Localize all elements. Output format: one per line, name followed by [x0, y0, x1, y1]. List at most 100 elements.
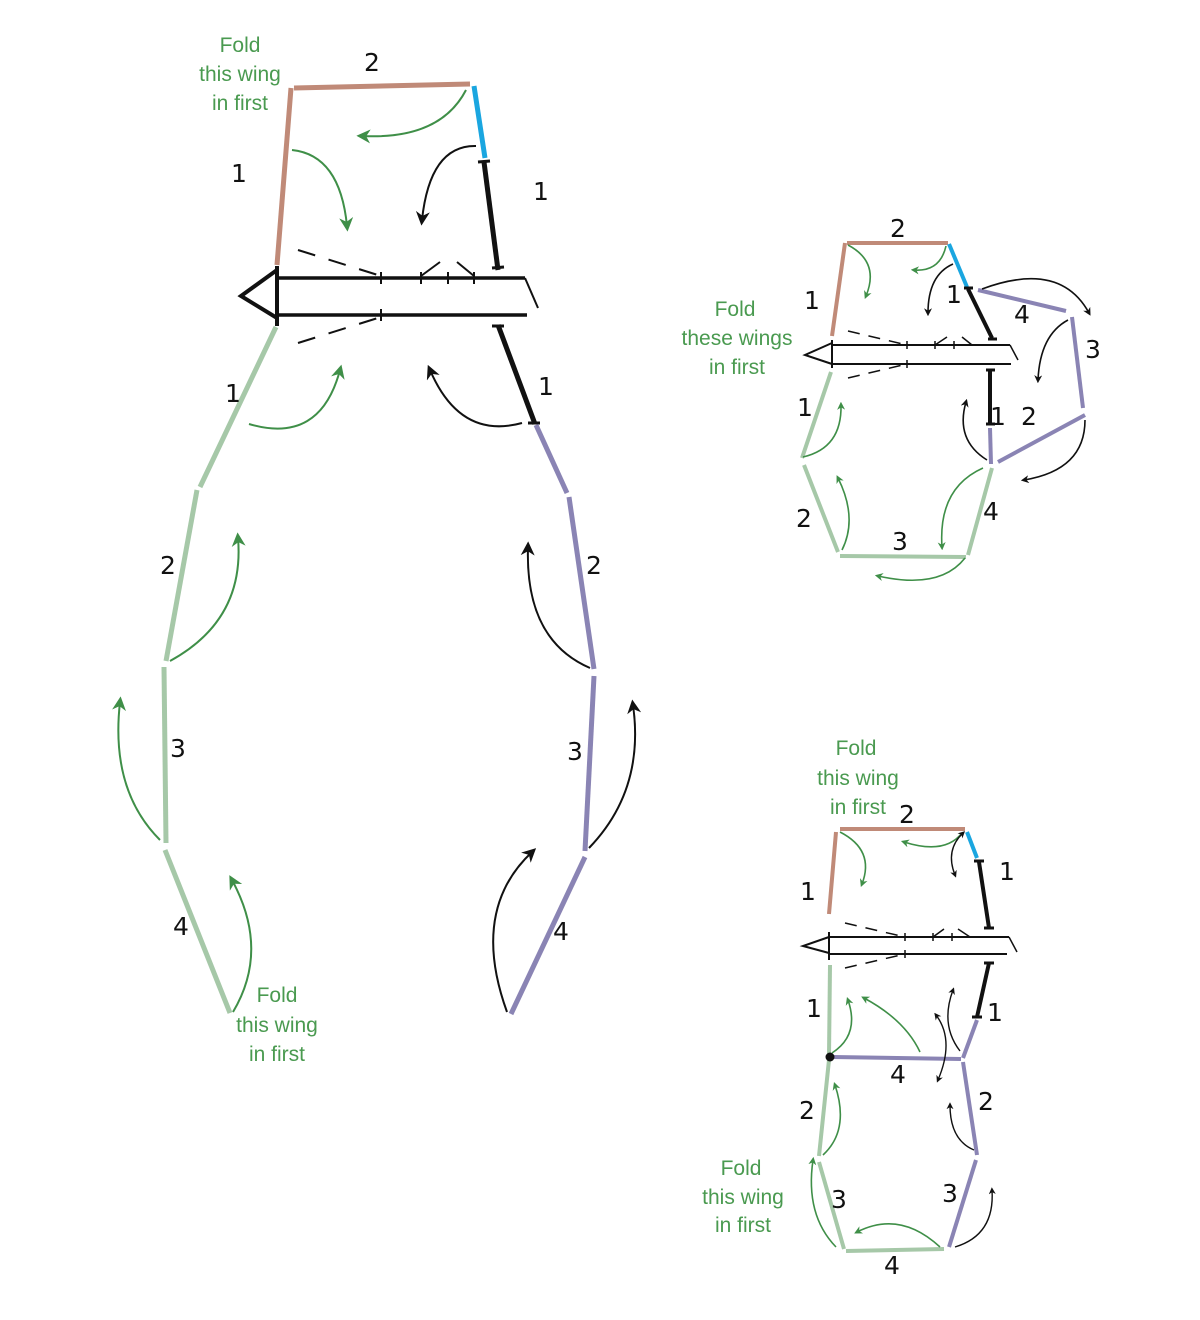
brown-segment-2	[293, 81, 471, 91]
label-purple-4: 4	[1014, 300, 1030, 329]
green-arrow	[900, 832, 963, 848]
label-purple-4: 4	[553, 917, 569, 946]
black-segment-bottom	[495, 324, 538, 425]
note-low-bottom-2: this wing	[702, 1186, 784, 1209]
purple-segment-3	[947, 1159, 978, 1248]
label-green-2: 2	[796, 504, 812, 533]
label-black-top-1: 1	[533, 177, 549, 206]
green-arrow	[248, 364, 345, 430]
blue-segment	[471, 85, 488, 159]
note-low-bottom-1: Fold	[721, 1157, 762, 1180]
label-green-3: 3	[892, 527, 908, 556]
green-arrow	[291, 149, 354, 232]
label-purple-3: 3	[1085, 335, 1101, 364]
note-main-top-2: this wing	[199, 63, 281, 86]
label-purple-2: 2	[586, 551, 602, 580]
green-segment-3	[161, 666, 169, 844]
blue-segment	[947, 243, 969, 288]
label-green-4: 4	[884, 1251, 900, 1280]
green-segment-3	[839, 554, 967, 559]
purple-segment-4	[832, 1055, 962, 1061]
black-arrow	[924, 263, 954, 317]
black-arrow	[950, 831, 966, 878]
label-brown-2: 2	[890, 214, 906, 243]
green-segment-3	[817, 1161, 846, 1250]
black-arrow	[492, 848, 537, 1013]
purple-segment-1	[961, 1019, 979, 1059]
note-mid-2: these wings	[682, 327, 793, 350]
brown-segment-1	[274, 87, 294, 266]
label-black-bottom-1: 1	[987, 998, 1003, 1027]
label-black-top-1: 1	[999, 857, 1015, 886]
label-black-bottom-1: 1	[990, 402, 1006, 431]
purple-segment-2	[961, 1061, 979, 1156]
black-arrow	[415, 144, 477, 226]
label-green-4: 4	[983, 497, 999, 526]
purple-segment-3	[582, 675, 597, 852]
purple-segment-1	[533, 423, 570, 495]
black-segment-bottom	[975, 962, 991, 1018]
low-diagram: 1 2 1 1 1 2 3 4 4 2 3 Fold this wing in …	[702, 737, 1018, 1280]
black-arrow	[520, 541, 591, 669]
black-arrow	[934, 1012, 947, 1083]
brown-segment-1	[830, 242, 847, 337]
purple-segment-2	[997, 413, 1086, 464]
purple-segment-2	[566, 496, 597, 670]
black-arrow	[1034, 319, 1069, 384]
label-brown-2: 2	[364, 48, 380, 77]
note-mid-1: Fold	[715, 298, 756, 321]
note-low-top-1: Fold	[836, 737, 877, 760]
green-segment-1	[800, 371, 833, 459]
black-arrow	[954, 1187, 996, 1248]
black-arrow	[1020, 419, 1086, 484]
green-arrow	[808, 1156, 837, 1248]
green-segment-1	[827, 964, 832, 1057]
label-brown-2: 2	[899, 800, 915, 829]
green-segment-2	[802, 464, 840, 553]
black-arrow	[981, 277, 1091, 316]
black-segment-top	[966, 288, 994, 339]
green-arrow	[847, 244, 872, 299]
body-shaft	[799, 922, 1018, 969]
black-arrow	[588, 699, 642, 849]
main-diagram: 1 2 1 1 1 2 3 4 2 3 4 Fold this wing in …	[112, 34, 642, 1066]
green-arrow	[831, 996, 854, 1054]
label-purple-3: 3	[942, 1179, 958, 1208]
green-arrow	[112, 696, 161, 841]
label-green-1: 1	[806, 994, 822, 1023]
label-purple-4: 4	[890, 1060, 906, 1089]
green-segment-4	[845, 1247, 945, 1253]
green-segment-2	[817, 1059, 831, 1157]
black-segment-top	[481, 161, 501, 271]
green-segment-4	[162, 849, 233, 1014]
pivot-dot	[825, 1052, 835, 1062]
green-arrow	[861, 996, 921, 1053]
blue-segment	[965, 831, 979, 859]
green-arrow	[229, 875, 253, 1013]
label-green-1: 1	[797, 393, 813, 422]
purple-segment-1	[988, 427, 993, 465]
green-arrow	[802, 401, 846, 458]
green-arrow	[854, 1223, 941, 1248]
green-arrow	[937, 467, 984, 551]
black-segment-top	[977, 861, 991, 929]
green-segment-1	[197, 325, 279, 489]
label-black-top-1: 1	[946, 280, 962, 309]
note-main-top-1: Fold	[220, 34, 261, 57]
label-purple-2: 2	[1021, 402, 1037, 431]
label-brown-1: 1	[804, 286, 820, 315]
note-main-bottom-3: in first	[249, 1043, 305, 1066]
green-segment-4	[966, 467, 994, 556]
label-brown-1: 1	[800, 877, 816, 906]
green-arrow	[839, 831, 868, 887]
label-green-1: 1	[225, 379, 241, 408]
note-main-top-3: in first	[212, 92, 268, 115]
label-brown-1: 1	[231, 159, 247, 188]
note-main-bottom-2: this wing	[236, 1014, 318, 1037]
body-shaft	[802, 330, 1019, 379]
body-shaft	[237, 249, 539, 344]
note-low-bottom-3: in first	[715, 1214, 771, 1237]
purple-segment-4	[977, 288, 1067, 313]
label-green-3: 3	[831, 1185, 847, 1214]
